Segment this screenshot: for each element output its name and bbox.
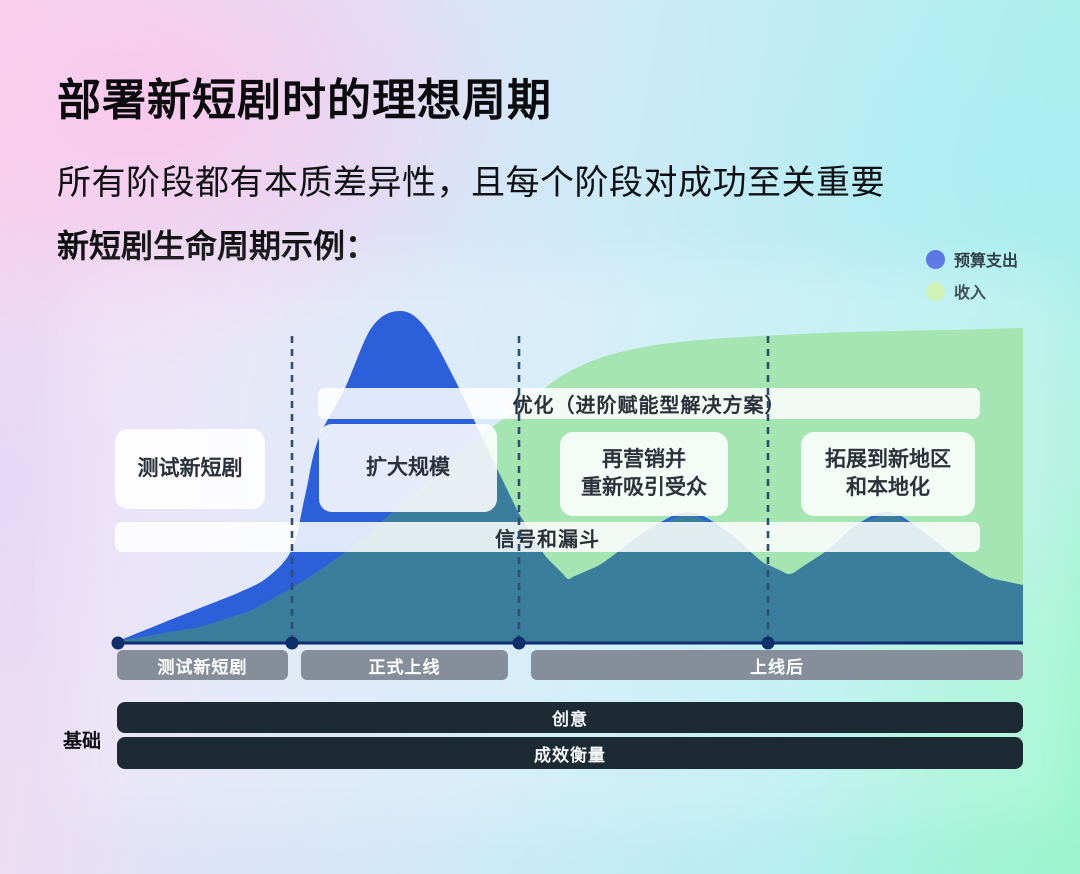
phase-label-postlaunch: 上线后 <box>531 650 1023 680</box>
stage-box-test: 测试新短剧 <box>115 429 265 509</box>
stage-box-scale: 扩大规模 <box>319 424 497 512</box>
legend-label: 预算支出 <box>954 253 1019 270</box>
phase-label-launch: 正式上线 <box>301 650 508 680</box>
foundation-bar-measurement: 成效衡量 <box>117 737 1023 769</box>
chart-legend: 预算支出 收入 <box>926 247 1018 311</box>
foundation-bar-creative: 创意 <box>117 702 1023 733</box>
foundation-side-label: 基础 <box>62 731 101 752</box>
stage-box-remarket: 再营销并 重新吸引受众 <box>560 432 728 516</box>
section-label: 新短剧生命周期示例： <box>57 228 378 264</box>
legend-item-budget: 预算支出 <box>926 247 1018 271</box>
budget-dot-icon <box>926 249 945 269</box>
revenue-dot-icon <box>926 281 945 301</box>
legend-label: 收入 <box>954 285 987 302</box>
signals-funnel-band: 信号和漏斗 <box>115 522 980 552</box>
page-title: 部署新短剧时的理想周期 <box>57 76 552 125</box>
phase-label-test: 测试新短剧 <box>117 650 288 680</box>
page-subtitle: 所有阶段都有本质差异性，且每个阶段对成功至关重要 <box>57 164 885 202</box>
optimization-band: 优化（进阶赋能型解决方案） <box>318 388 980 419</box>
stage-box-expand: 拓展到新地区 和本地化 <box>801 432 975 516</box>
legend-item-revenue: 收入 <box>926 279 1018 303</box>
